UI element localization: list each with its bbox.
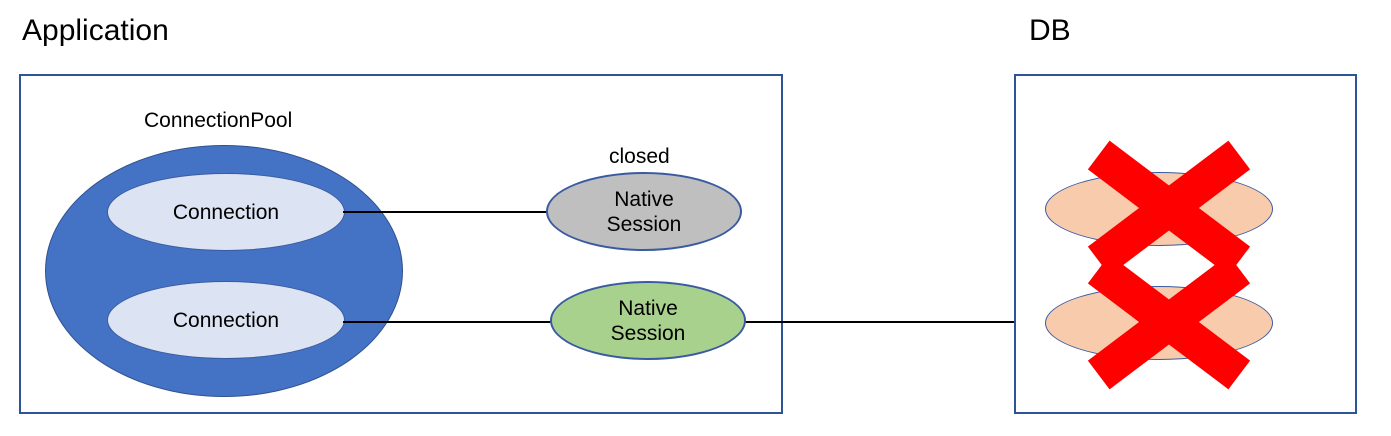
native-session-closed-line2: Session xyxy=(606,212,682,236)
connector-connection2-to-session2 xyxy=(343,321,551,323)
db-title: DB xyxy=(1029,14,1071,47)
connection-label-2: Connection xyxy=(172,308,280,332)
db-session-ellipse-2 xyxy=(1045,286,1273,360)
native-session-active: Native Session xyxy=(550,281,746,360)
closed-state-label: closed xyxy=(609,145,670,168)
connector-connection1-to-session1 xyxy=(343,211,549,213)
application-title: Application xyxy=(22,14,169,47)
native-session-active-line1: Native xyxy=(618,296,678,320)
connection-ellipse-1: Connection xyxy=(107,173,345,251)
connection-label-1: Connection xyxy=(172,200,280,224)
native-session-closed-line1: Native xyxy=(614,187,674,211)
db-session-ellipse-1 xyxy=(1045,172,1273,246)
connection-ellipse-2: Connection xyxy=(107,281,345,359)
connector-session2-to-db-session2 xyxy=(745,321,1047,323)
native-session-closed: Native Session xyxy=(546,172,742,251)
native-session-closed-label: Native Session xyxy=(607,187,682,237)
native-session-active-label: Native Session xyxy=(611,296,686,346)
connection-pool-label: ConnectionPool xyxy=(144,109,293,132)
native-session-active-line2: Session xyxy=(610,321,686,345)
